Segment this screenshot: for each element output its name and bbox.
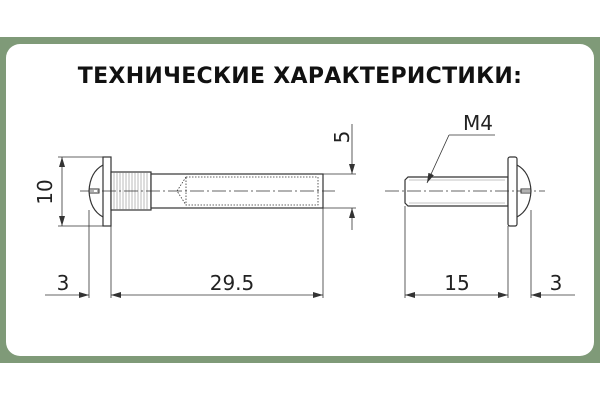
dim-head-thickness-right: 3 [550, 271, 563, 295]
right-dimensions [404, 134, 575, 298]
screw-drawing [385, 156, 545, 227]
left-dimensions [45, 124, 356, 298]
right-flange [507, 156, 518, 227]
screw-shaft [404, 176, 509, 207]
drill-cone [176, 176, 187, 206]
dim-sleeve-length: 29.5 [210, 271, 255, 295]
dim-shaft-diameter: 5 [330, 131, 354, 144]
left-flange [102, 156, 112, 227]
dim-screw-length: 15 [444, 271, 469, 295]
sleeve-nut-drawing [80, 156, 335, 227]
dim-head-thickness-left: 3 [57, 271, 70, 295]
dim-head-diameter: 10 [33, 179, 57, 204]
thread-label: M4 [463, 111, 493, 135]
page-title: ТЕХНИЧЕСКИЕ ХАРАКТЕРИСТИКИ: [77, 64, 523, 89]
